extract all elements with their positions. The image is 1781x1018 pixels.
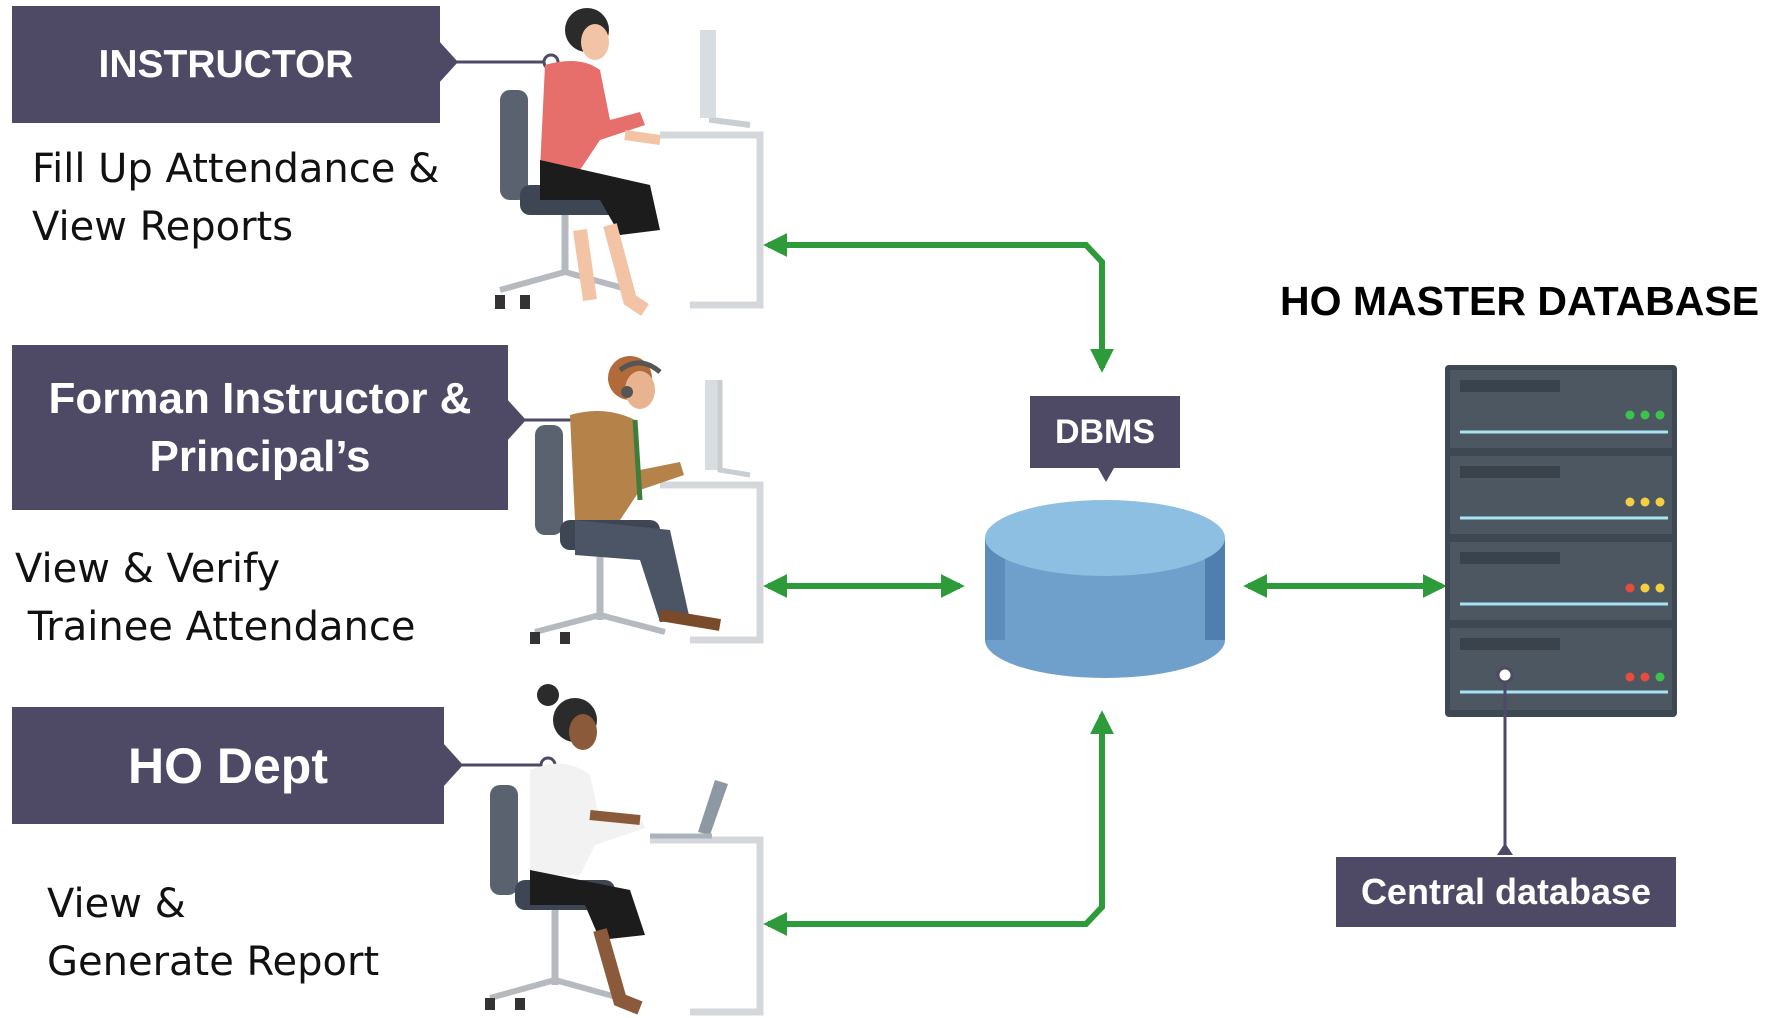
role-description-line: View & Verify [15,546,281,592]
central-database-label: Central database [1336,857,1676,927]
role-label-forman-line: Forman Instructor & [48,373,472,423]
role-description-line: View & [47,881,186,927]
arrow-hodept-dbms [763,710,1114,936]
person-at-desk-icon [495,8,764,316]
dbms-label: DBMS [1030,396,1180,468]
arrow-instructor-dbms [763,233,1114,373]
role-label-ho-dept-text: HO Dept [128,737,328,794]
connection-arrows [763,233,1447,936]
person-with-laptop-icon [485,684,764,1016]
role-description-line: View Reports [32,204,294,250]
role-label-forman: Forman Instructor & Principal’s [12,345,508,510]
role-description-instructor: Fill Up Attendance & View Reports [32,140,439,256]
server-rack-icon [1445,365,1677,855]
role-description-forman: View & Verify Trainee Attendance [15,540,415,656]
database-cylinder-icon [985,500,1225,678]
role-description-line: Generate Report [47,939,380,985]
role-label-instructor: INSTRUCTOR [12,6,440,123]
role-label-forman-line: Principal’s [149,431,371,481]
role-description-line: Fill Up Attendance & [32,146,440,192]
role-description-ho-dept: View & Generate Report [47,875,379,991]
role-description-line: Trainee Attendance [15,604,416,650]
role-label-instructor-text: INSTRUCTOR [98,42,354,86]
person-with-headset-icon [530,356,764,644]
role-label-ho-dept: HO Dept [12,707,444,824]
master-database-title: HO MASTER DATABASE [1280,278,1760,324]
